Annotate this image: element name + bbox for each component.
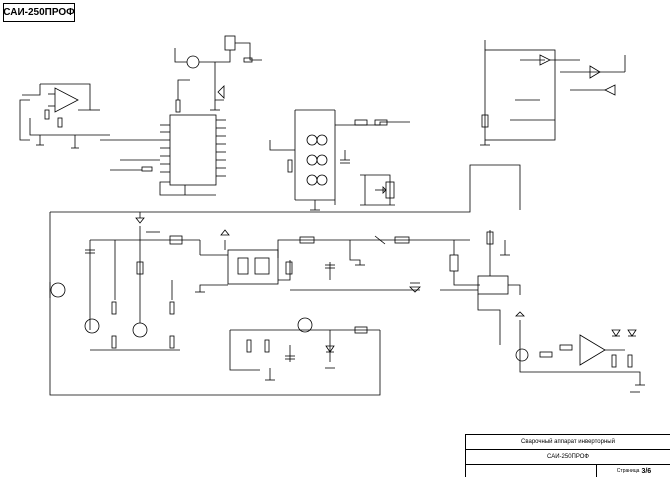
output-stage-left — [49, 226, 201, 351]
current-adjust-block — [360, 174, 395, 206]
title-block: Сварочный аппарат инверторный САИ-250ПРО… — [465, 434, 670, 477]
title-block-page-label: Страница — [616, 468, 640, 474]
indicator-block-bottom-right — [515, 311, 645, 393]
driver-transistors-block — [269, 109, 410, 211]
thermal-protection-block — [229, 317, 380, 381]
comparator-block-top-right — [480, 40, 626, 146]
current-sense-block — [440, 230, 521, 345]
top-switch-block — [174, 35, 262, 111]
sheet-title: САИ-250ПРОФ — [3, 3, 75, 22]
title-block-page: Страница 3/6 — [596, 465, 670, 477]
main-bus — [19, 99, 521, 396]
pwm-controller-block — [100, 79, 226, 196]
title-block-page-number: 3/6 — [641, 467, 652, 475]
opamp-block-left — [22, 83, 110, 149]
title-block-model: САИ-250ПРОФ — [466, 450, 670, 465]
optocoupler-block — [195, 229, 470, 293]
title-block-description: Сварочный аппарат инверторный — [466, 435, 670, 450]
